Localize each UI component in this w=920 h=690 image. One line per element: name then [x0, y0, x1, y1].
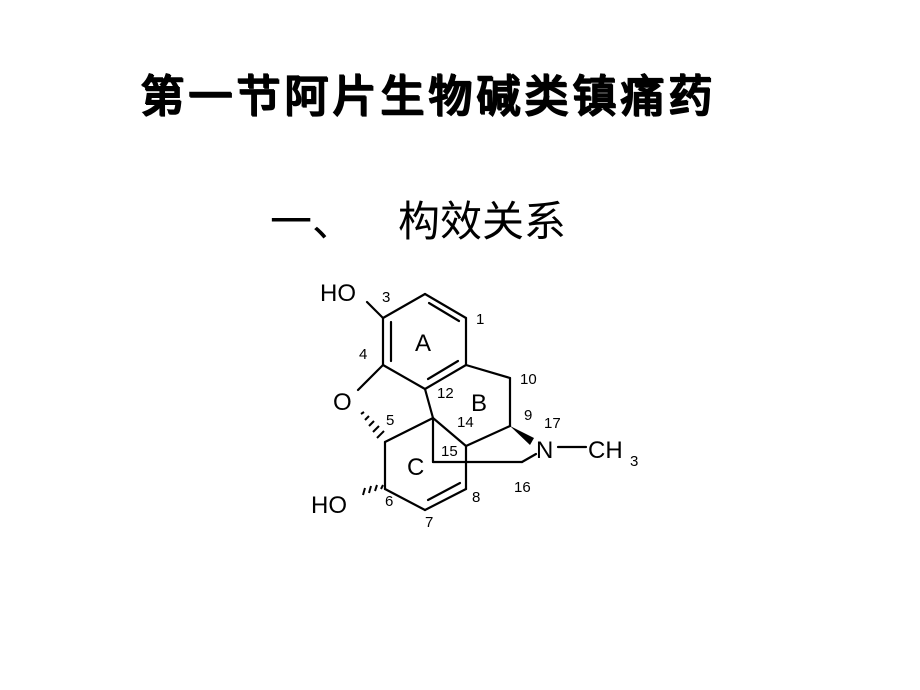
- nitrogen-label: N: [536, 437, 553, 464]
- bond-c6-c7: [383, 487, 427, 512]
- position-1: 1: [476, 311, 484, 328]
- bond-c12-c13: [423, 387, 435, 420]
- bond-c2-c1: [423, 292, 468, 320]
- position-17: 17: [544, 415, 561, 432]
- section-title: 构效关系: [398, 197, 567, 246]
- section-number: 一、: [270, 197, 355, 246]
- position-3: 3: [382, 289, 390, 306]
- bond-c3-c2: [381, 292, 427, 320]
- hashed-bond-o-c5: [360, 411, 385, 439]
- bond-c7-c8: [423, 487, 468, 512]
- ring-a-label: A: [415, 330, 431, 357]
- methyl-label: CH: [588, 437, 623, 464]
- double-bond-c7-c8: [426, 481, 462, 502]
- o-bridge-label: O: [333, 389, 352, 416]
- position-7: 7: [425, 514, 433, 531]
- position-8: 8: [472, 489, 480, 506]
- position-14: 14: [457, 414, 474, 431]
- bond-c14-c13: [431, 416, 468, 448]
- section-heading: 一、构效关系: [270, 188, 566, 249]
- bond-c4-o: [356, 363, 385, 392]
- double-bond-inner-2: [426, 359, 460, 381]
- position-6: 6: [385, 493, 393, 510]
- bond-c13-c5: [383, 416, 435, 444]
- position-16: 16: [514, 479, 531, 496]
- ring-b-label: B: [471, 390, 487, 417]
- ho-bottom-label: HO: [311, 492, 347, 519]
- double-bond-inner-1: [427, 301, 461, 323]
- bond-c11-c12: [423, 363, 468, 391]
- position-10: 10: [520, 371, 537, 388]
- ring-c-label: C: [407, 454, 424, 481]
- position-4: 4: [359, 346, 367, 363]
- hashed-bond-c6-oh: [362, 484, 384, 496]
- bond-c12-c4: [381, 363, 427, 391]
- bond-c3-oh: [365, 300, 385, 320]
- position-9: 9: [524, 407, 532, 424]
- wedge-c9-n: [510, 426, 534, 445]
- bond-c9-c14: [464, 424, 512, 448]
- bond-c11-c10: [464, 363, 512, 380]
- page-title: 第一节阿片生物碱类镇痛药: [140, 71, 716, 122]
- position-15: 15: [441, 443, 458, 460]
- methyl-subscript: 3: [630, 453, 638, 470]
- position-12: 12: [437, 385, 454, 402]
- position-5: 5: [386, 412, 394, 429]
- ho-top-label: HO: [320, 280, 356, 307]
- bond-c16-n: [520, 452, 538, 464]
